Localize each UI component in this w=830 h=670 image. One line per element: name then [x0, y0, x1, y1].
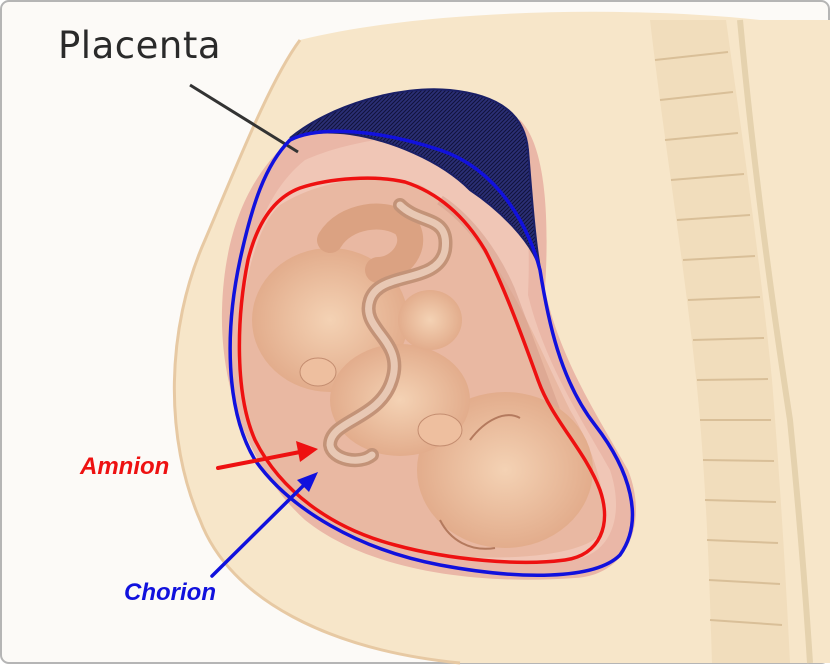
fetus-knee — [398, 290, 462, 350]
fetus-foot — [300, 358, 336, 386]
chorion-label: Chorion — [124, 579, 216, 607]
placenta-label: Placenta — [58, 24, 221, 67]
fetus-hand — [418, 414, 462, 446]
amnion-label: Amnion — [80, 453, 169, 481]
